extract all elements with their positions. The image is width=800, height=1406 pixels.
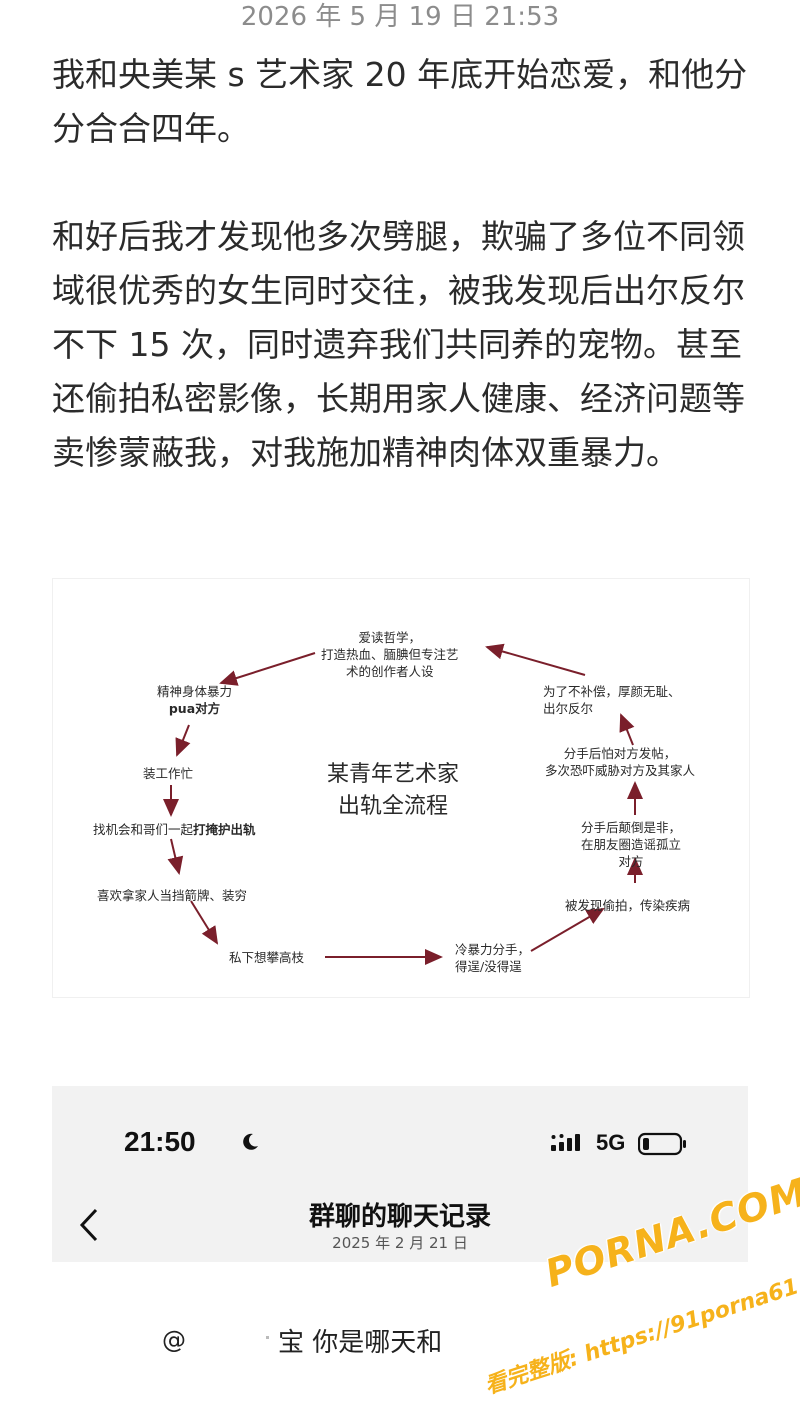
node-top-line1: 爱读哲学， bbox=[358, 630, 422, 645]
redacted-name-dot bbox=[266, 1336, 269, 1339]
node-left1-line2: pua对方 bbox=[168, 701, 221, 716]
node-right1: 为了不补偿，厚颜无耻、 出尔反尔 bbox=[543, 683, 681, 717]
arrow-top-to-left1 bbox=[219, 652, 316, 686]
node-right2-line1: 分手后怕对方发帖， bbox=[563, 746, 677, 761]
node-left3: 找机会和哥们一起打掩护出轨 bbox=[93, 821, 256, 838]
node-right3: 分手后颠倒是非， 在朋友圈造谣孤立 对方 bbox=[581, 819, 681, 870]
node-right3-line2: 在朋友圈造谣孤立 bbox=[581, 837, 682, 852]
node-top: 爱读哲学， 打造热血、腼腆但专注艺 术的创作者人设 bbox=[321, 629, 459, 680]
node-right2: 分手后怕对方发帖， 多次恐吓威胁对方及其家人 bbox=[545, 745, 695, 779]
signal-icon bbox=[551, 1134, 580, 1151]
node-bottom-right-line1: 冷暴力分手， bbox=[455, 942, 531, 957]
chat-date: 2025 年 2 月 21 日 bbox=[332, 1234, 468, 1252]
chat-title: 群聊的聊天记录 bbox=[308, 1202, 491, 1232]
diagram-center-line1: 某青年艺术家 bbox=[326, 762, 459, 787]
chat-screenshot-image[interactable]: 21:50 5G 群聊的聊天记录 2025 年 2 月 21 日 @ 宝 你是哪… bbox=[52, 1086, 748, 1406]
arrow-left4-to-bottom bbox=[190, 900, 219, 945]
node-bottom-right-line2: 得逞/没得逞 bbox=[455, 959, 522, 974]
arrow-right2-to-right1 bbox=[619, 713, 635, 746]
node-left3-text: 找机会和哥们一起 bbox=[93, 822, 194, 837]
node-right3-line1: 分手后颠倒是非， bbox=[581, 820, 682, 835]
arrow-bottomright-to-right4 bbox=[530, 907, 605, 952]
node-bottom-left: 私下想攀高枝 bbox=[229, 950, 305, 965]
node-top-line3: 术的创作者人设 bbox=[346, 664, 434, 679]
node-top-line2: 打造热血、腼腆但专注艺 bbox=[321, 647, 459, 662]
node-left1: 精神身体暴力 pua对方 bbox=[157, 683, 232, 717]
node-right2-line2: 多次恐吓威胁对方及其家人 bbox=[545, 763, 696, 778]
moon-icon bbox=[243, 1133, 258, 1150]
post-paragraph-2: 和好后我才发现他多次劈腿，欺骗了多位不同领域很优秀的女生同时交往，被我发现后出尔… bbox=[52, 217, 745, 472]
status-time: 21:50 bbox=[124, 1126, 196, 1157]
diagram-center-title: 某青年艺术家 出轨全流程 bbox=[313, 759, 473, 823]
arrow-right1-to-top bbox=[485, 643, 586, 676]
flow-diagram-image[interactable]: 爱读哲学， 打造热血、腼腆但专注艺 术的创作者人设 精神身体暴力 pua对方 装… bbox=[52, 578, 750, 998]
node-right1-line2: 出尔反尔 bbox=[543, 701, 594, 716]
chat-message-area: @ 宝 你是哪天和 bbox=[52, 1262, 748, 1406]
arrow-left1-to-left2 bbox=[175, 724, 191, 757]
back-chevron-icon[interactable] bbox=[78, 1208, 100, 1242]
post-body: 我和央美某 s 艺术家 20 年底开始恋爱，和他分分合合四年。 和好后我才发现他… bbox=[52, 48, 762, 480]
node-right4: 被发现偷拍，传染疾病 bbox=[565, 898, 691, 913]
diagram-center-line2: 出轨全流程 bbox=[337, 794, 448, 819]
chat-message-text: 宝 你是哪天和 bbox=[278, 1328, 443, 1358]
node-left1-line1: 精神身体暴力 bbox=[157, 684, 233, 699]
battery-icon bbox=[638, 1132, 686, 1156]
flow-arrows bbox=[163, 643, 643, 965]
node-right3-line3: 对方 bbox=[618, 854, 644, 869]
arrow-left3-to-left4 bbox=[167, 838, 184, 875]
node-left4: 喜欢拿家人当挡箭牌、装穷 bbox=[97, 888, 248, 903]
node-left2: 装工作忙 bbox=[143, 766, 194, 781]
mention-at-sign: @ bbox=[162, 1326, 186, 1354]
post-paragraph-1: 我和央美某 s 艺术家 20 年底开始恋爱，和他分分合合四年。 bbox=[52, 55, 748, 148]
network-label: 5G bbox=[596, 1130, 626, 1155]
node-left3-bold: 打掩护出轨 bbox=[193, 822, 256, 837]
node-right1-line1: 为了不补偿，厚颜无耻、 bbox=[543, 684, 681, 699]
post-timestamp: 2026 年 5 月 19 日 21:53 bbox=[240, 2, 560, 32]
node-bottom-right: 冷暴力分手， 得逞/没得逞 bbox=[455, 941, 530, 975]
